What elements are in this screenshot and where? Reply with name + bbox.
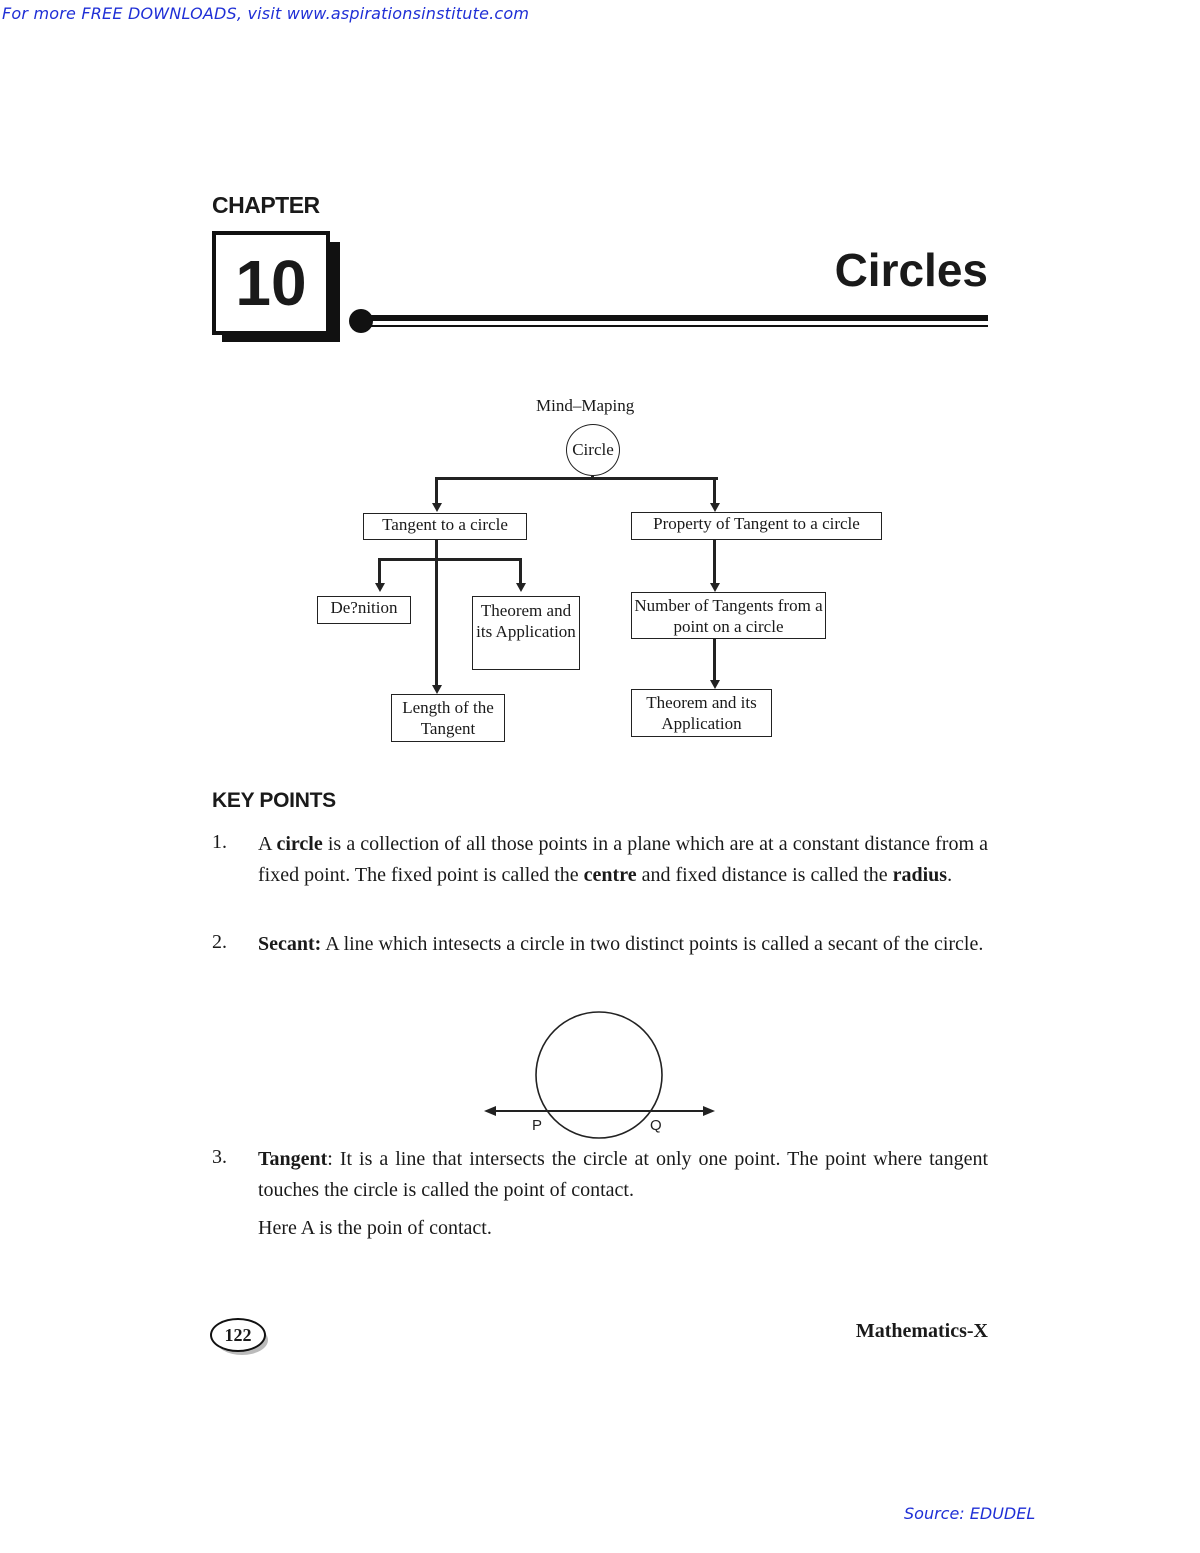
arrow-head — [432, 503, 442, 512]
key-point-number: 1. — [212, 831, 227, 853]
chapter-number: 10 — [212, 231, 330, 335]
mind-map-title: Mind–Maping — [536, 396, 635, 415]
connector — [713, 540, 716, 583]
arrow-head — [516, 583, 526, 592]
title-rule-thin — [362, 325, 988, 327]
key-point-secant: Secant: A line which intesects a circle … — [258, 933, 984, 955]
node-theorem-application-2: Theorem and its Application — [631, 689, 772, 737]
chapter-label: CHAPTER — [212, 192, 320, 218]
key-points-heading: KEY POINTS — [212, 789, 336, 812]
key-point-number: 2. — [212, 931, 227, 953]
source-label: Source: EDUDEL — [904, 1504, 1036, 1523]
secant-figure: P Q — [484, 1011, 715, 1139]
key-point-circle: A circle is a collection of all those po… — [258, 833, 988, 886]
arrow-head — [710, 503, 720, 512]
arrow-head — [432, 685, 442, 694]
node-number-tangents: Number of Tangents from a point on a cir… — [631, 592, 826, 639]
arrow-head — [375, 583, 385, 592]
arrow-right-icon — [703, 1106, 715, 1116]
contact-note: Here A is the poin of contact. — [258, 1217, 492, 1239]
connector — [519, 558, 522, 583]
point-p-label: P — [532, 1117, 542, 1134]
arrow-head — [710, 680, 720, 689]
node-length-tangent: Length of the Tangent — [391, 694, 505, 742]
point-q-label: Q — [650, 1117, 662, 1134]
node-tangent: Tangent to a circle — [363, 513, 527, 540]
connector — [378, 558, 381, 583]
node-property: Property of Tangent to a circle — [631, 512, 882, 540]
node-theorem-application: Theorem and its Application — [472, 596, 580, 670]
node-definition: De?nition — [317, 596, 411, 624]
connector — [713, 477, 716, 503]
title-rule-dot — [349, 309, 373, 333]
title-rule-thick — [362, 315, 988, 321]
header-download-link[interactable]: For more FREE DOWNLOADS, visit www.aspir… — [2, 4, 530, 23]
mind-map-root: Circle — [566, 424, 620, 476]
connector — [713, 639, 716, 680]
connector — [435, 540, 438, 685]
subject-label: Mathematics-X — [855, 1320, 988, 1342]
key-point-number: 3. — [212, 1146, 227, 1168]
arrow-head — [710, 583, 720, 592]
page-number: 122 — [210, 1318, 266, 1352]
connector — [435, 477, 438, 503]
arrow-left-icon — [484, 1106, 496, 1116]
secant-circle — [535, 1011, 663, 1139]
key-point-tangent: Tangent: It is a line that intersects th… — [258, 1148, 988, 1201]
chapter-title: Circles — [834, 244, 988, 296]
connector — [435, 477, 718, 480]
connector — [378, 558, 522, 561]
